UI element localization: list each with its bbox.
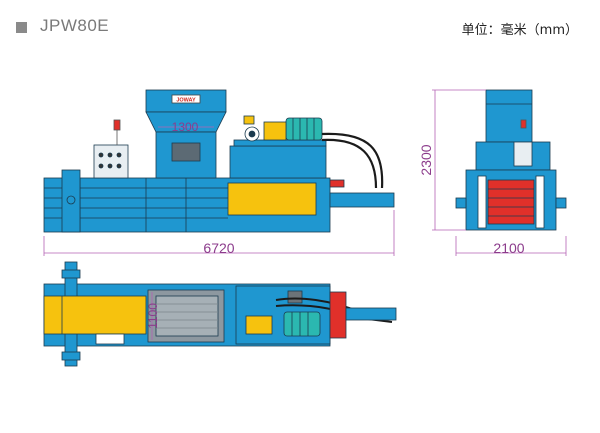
- plan-press-plate: [43, 295, 147, 335]
- dim-chamber-width: 1100: [146, 303, 160, 329]
- dim-width: 2100: [493, 240, 524, 256]
- front-elevation: JOWAY 1300: [43, 89, 395, 256]
- control-panel: [93, 144, 129, 179]
- front-press-block: [227, 182, 317, 216]
- signal-light-icon: [113, 119, 121, 131]
- top-plan: [43, 261, 397, 367]
- plan-valve-block: [287, 290, 303, 304]
- hopper-window: [171, 142, 201, 162]
- model-title: JPW80E: [40, 16, 110, 35]
- side-signal-light-icon: [520, 119, 527, 129]
- side-cylinder-block: [487, 179, 535, 225]
- front-cylinder-rod: [329, 192, 395, 208]
- plan-pump: [245, 315, 273, 335]
- plan-motor: [283, 311, 321, 337]
- brand-plate-text: JOWAY: [176, 98, 196, 104]
- brand-plate: [171, 94, 201, 104]
- header-square-icon: [16, 22, 27, 33]
- power-unit-tank: [229, 145, 327, 179]
- front-motor: [285, 117, 323, 141]
- dim-total-length: 6720: [203, 240, 234, 256]
- unit-label: 单位：毫米（mm）: [461, 23, 578, 38]
- front-pump: [263, 121, 287, 141]
- side-hopper: [485, 89, 533, 143]
- hydraulic-hose: [321, 132, 384, 189]
- dim-height: 2300: [418, 144, 434, 175]
- plan-cylinder: [329, 291, 347, 339]
- dim-hopper-width: 1300: [172, 120, 199, 134]
- side-elevation: [432, 89, 567, 256]
